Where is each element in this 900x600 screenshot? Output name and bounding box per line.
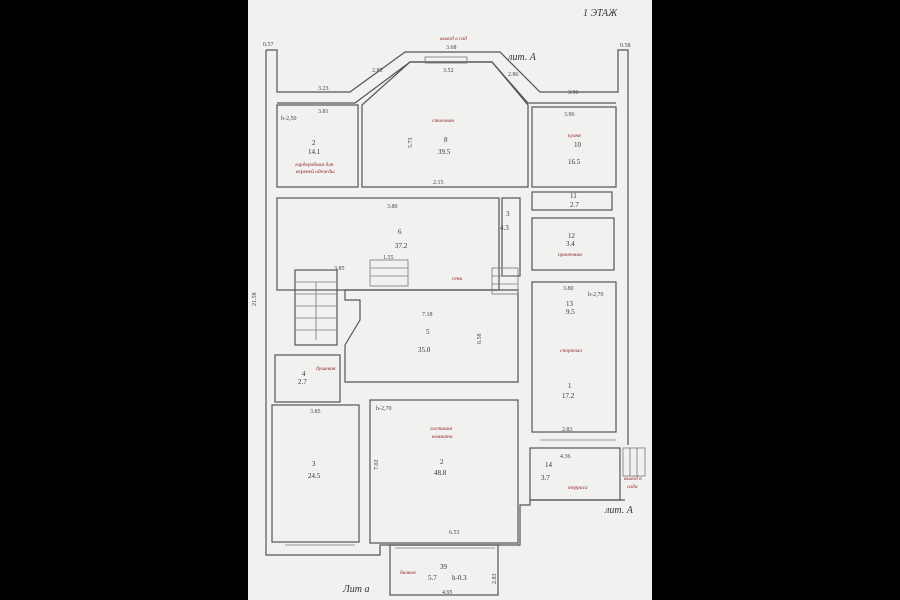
lit-small-label: Лит а (342, 584, 370, 595)
svg-text:3.85: 3.85 (310, 409, 321, 415)
room-wardrobe: h-2,50 2 14.1 гардеробная для верхней од… (281, 116, 335, 175)
svg-text:39: 39 (440, 563, 448, 571)
svg-text:h-0.3: h-0.3 (452, 574, 467, 582)
svg-text:3: 3 (312, 460, 316, 468)
floor-plan: 1 ЭТАЖ лит. А Лит а лит. А выход в сад с… (252, 8, 646, 596)
room-balcony: балкон 39 5.7 h-0.3 (400, 563, 467, 582)
svg-text:спортзал: спортзал (560, 348, 583, 354)
svg-text:2.86: 2.86 (508, 72, 519, 78)
svg-text:прачечная: прачечная (558, 252, 582, 258)
svg-text:8: 8 (444, 136, 448, 144)
svg-text:терраса: терраса (568, 485, 588, 491)
svg-text:2.7: 2.7 (298, 378, 307, 386)
svg-text:5: 5 (426, 328, 430, 336)
svg-text:48.8: 48.8 (434, 469, 447, 477)
svg-text:душевая: душевая (316, 365, 336, 372)
svg-text:1.55: 1.55 (383, 255, 394, 261)
svg-text:3.80: 3.80 (563, 286, 574, 292)
svg-text:3.4: 3.4 (566, 240, 575, 248)
svg-text:7.18: 7.18 (422, 312, 433, 318)
svg-text:16.5: 16.5 (568, 158, 581, 166)
svg-text:3.23: 3.23 (318, 86, 329, 92)
svg-text:выход в: выход в (624, 475, 642, 482)
svg-text:14.1: 14.1 (308, 148, 321, 156)
room-gym: спортзал 1 17.2 (560, 348, 583, 400)
svg-text:24.5: 24.5 (308, 472, 321, 480)
svg-text:6.58: 6.58 (477, 334, 483, 345)
room-vestibule: сени 5 35.0 (418, 276, 463, 354)
svg-text:21.58: 21.58 (252, 293, 258, 307)
svg-text:3: 3 (506, 210, 510, 218)
svg-text:3.52: 3.52 (443, 68, 454, 74)
svg-text:2.83: 2.83 (562, 427, 573, 433)
svg-text:балкон: балкон (400, 569, 416, 576)
svg-text:12: 12 (568, 232, 576, 240)
svg-text:4.36: 4.36 (560, 454, 571, 460)
dimensions: 0.57 0.58 3.23 3.81 2.85 3.68 3.52 2.86 … (252, 42, 631, 596)
svg-text:5.7: 5.7 (428, 574, 437, 582)
svg-text:3.68: 3.68 (446, 45, 457, 51)
svg-text:5.73: 5.73 (408, 138, 414, 149)
svg-text:3.7: 3.7 (541, 474, 550, 482)
svg-text:13: 13 (566, 300, 574, 308)
room-terrace: 14 3.7 терраса выход в сада (541, 461, 642, 491)
svg-text:комната: комната (432, 434, 453, 440)
svg-text:сени: сени (452, 276, 463, 282)
svg-text:3.81: 3.81 (318, 109, 329, 115)
room-dining: столовая 8 39.5 (432, 118, 454, 156)
svg-text:2.15: 2.15 (433, 180, 444, 186)
svg-text:h-2,70: h-2,70 (588, 292, 604, 298)
svg-text:сада: сада (627, 483, 638, 490)
svg-text:6.53: 6.53 (449, 530, 460, 536)
svg-text:2.83: 2.83 (492, 574, 498, 585)
svg-text:7.02: 7.02 (374, 460, 380, 471)
svg-text:4: 4 (302, 370, 306, 378)
svg-text:17.2: 17.2 (562, 392, 575, 400)
svg-text:2: 2 (440, 458, 444, 466)
svg-text:4.3: 4.3 (500, 224, 509, 232)
svg-text:39.5: 39.5 (438, 148, 451, 156)
svg-text:11: 11 (570, 192, 577, 200)
svg-text:2.85: 2.85 (372, 68, 383, 74)
room-13: h-2,70 13 9.5 (566, 292, 604, 316)
floor-plan-sheet: 1 ЭТАЖ лит. А Лит а лит. А выход в сад с… (248, 0, 652, 600)
svg-text:1: 1 (568, 382, 572, 390)
svg-text:0.58: 0.58 (620, 43, 631, 49)
exit-garden-label: выход в сад (440, 35, 467, 42)
room-shower: душевая 4 2.7 (298, 365, 336, 386)
room-kitchen: кухня 10 16.5 (568, 133, 582, 166)
lit-main-label: лит. А (507, 52, 537, 63)
svg-text:9.5: 9.5 (566, 308, 575, 316)
svg-text:3.80: 3.80 (387, 204, 398, 210)
svg-text:6: 6 (398, 228, 402, 236)
svg-text:10: 10 (574, 141, 582, 149)
room-hall: 6 37.2 (395, 228, 408, 250)
room-bath: 11 2.7 (570, 192, 579, 209)
svg-text:верхней одежды: верхней одежды (296, 168, 335, 175)
walls (265, 49, 646, 596)
svg-text:3.96: 3.96 (564, 112, 575, 118)
svg-text:столовая: столовая (432, 118, 454, 124)
svg-text:кухня: кухня (568, 133, 581, 139)
room-3: 3 24.5 (308, 460, 321, 480)
svg-text:14: 14 (545, 461, 553, 469)
svg-text:0.57: 0.57 (263, 42, 274, 48)
svg-text:2: 2 (312, 139, 316, 147)
svg-text:37.2: 37.2 (395, 242, 408, 250)
room-laundry: 12 3.4 прачечная (558, 232, 582, 258)
room-living: h-2,70 гостиная комната 2 48.8 (376, 406, 453, 477)
svg-text:h-2,50: h-2,50 (281, 116, 297, 122)
svg-text:гостиная: гостиная (430, 426, 453, 432)
svg-text:2.7: 2.7 (570, 201, 579, 209)
svg-text:h-2,70: h-2,70 (376, 406, 392, 412)
svg-text:4.95: 4.95 (442, 590, 453, 596)
floor-title: 1 ЭТАЖ (583, 8, 618, 19)
room-small: 3 4.3 (500, 210, 510, 232)
svg-text:3.96: 3.96 (568, 90, 579, 96)
lit-main-label-2: лит. А (604, 505, 634, 516)
svg-text:гардеробная для: гардеробная для (295, 161, 334, 168)
svg-text:3.85: 3.85 (334, 266, 345, 272)
svg-text:35.0: 35.0 (418, 346, 431, 354)
